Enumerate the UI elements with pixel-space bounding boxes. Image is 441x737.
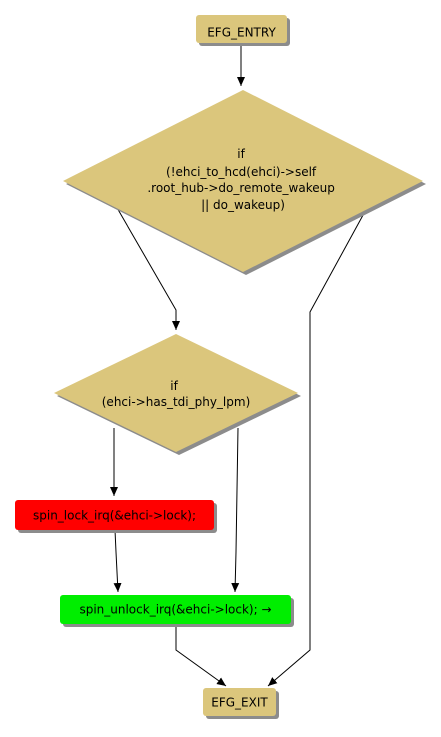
edge-lock-to-unlock [113, 529, 122, 593]
lock-label: spin_lock_irq(&ehci->lock); [33, 509, 196, 523]
exit-label: EFG_EXIT [211, 696, 268, 710]
unlock-node: spin_unlock_irq(&ehci->lock); → [60, 595, 294, 627]
entry-node: EFG_ENTRY [196, 15, 290, 46]
decision-remote-wakeup: if (!ehci_to_hcd(ehci)->self .root_hub->… [63, 90, 426, 275]
decision-tdi-phy-lpm: if (ehci->has_tdi_phy_lpm) [54, 334, 301, 455]
edge-unlock-to-exit [175, 624, 227, 687]
edge-cond1-to-exit [267, 205, 369, 687]
decision-tdi-phy-lpm-text: if (ehci->has_tdi_phy_lpm) [102, 379, 251, 409]
edge-cond2-to-unlock [231, 427, 240, 593]
entry-label: EFG_ENTRY [207, 26, 276, 40]
decision-remote-wakeup-text: if (!ehci_to_hcd(ehci)->self .root_hub->… [147, 147, 338, 212]
exit-node: EFG_EXIT [203, 688, 279, 719]
lock-node: spin_lock_irq(&ehci->lock); [15, 500, 217, 533]
edge-cond1-to-cond2 [115, 205, 180, 330]
unlock-label: spin_unlock_irq(&ehci->lock); → [79, 603, 271, 617]
